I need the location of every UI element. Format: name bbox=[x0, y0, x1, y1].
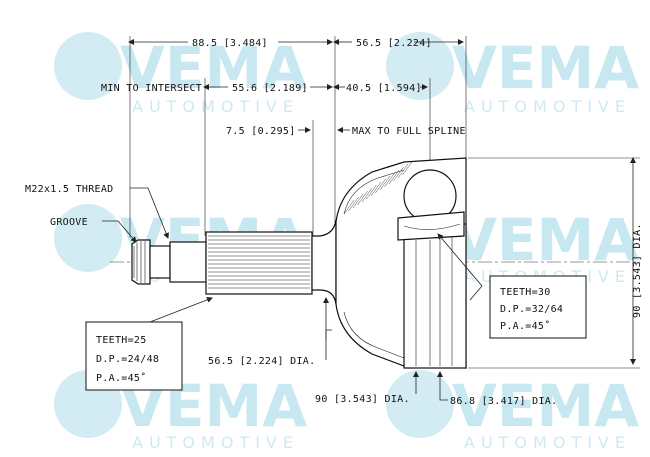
spec-left-dp: D.P.=24/48 bbox=[96, 354, 159, 365]
small-offset-label: 7.5 [0.295] bbox=[226, 126, 296, 137]
splined-shaft bbox=[205, 231, 313, 295]
hatch-line bbox=[366, 184, 377, 200]
cv-joint bbox=[131, 157, 467, 369]
watermark-sub: AUTOMOTIVE bbox=[464, 433, 631, 452]
leaders: M22x1.5 THREAD GROOVE 56.5 [2.224] DIA. … bbox=[25, 184, 557, 407]
body-dia-right-label: 90 [3.543] DIA. bbox=[632, 223, 643, 318]
dim-overall-right-label: 56.5 [2.224] bbox=[356, 38, 432, 49]
watermark-brand: VEMA bbox=[120, 34, 307, 102]
body-dia-bottom-label: 90 [3.543] DIA. bbox=[315, 394, 410, 405]
watermark-sub: AUTOMOTIVE bbox=[464, 97, 631, 116]
spec-right-pa: P.A.=45˚ bbox=[500, 320, 551, 332]
hatch-line bbox=[352, 193, 364, 209]
watermark-top-right: VEMA AUTOMOTIVE bbox=[386, 32, 639, 116]
spec-right-dp: D.P.=32/64 bbox=[500, 304, 563, 315]
shaft-dia-label: 56.5 [2.224] DIA. bbox=[208, 356, 315, 367]
watermark-top-left: VEMA AUTOMOTIVE bbox=[54, 32, 307, 116]
hatch-line bbox=[370, 181, 382, 197]
watermark-brand: VEMA bbox=[452, 372, 639, 440]
spline-right-value: 40.5 [1.594] bbox=[346, 83, 422, 94]
spec-left-teeth: TEETH=25 bbox=[96, 335, 147, 346]
watermark-brand: VEMA bbox=[452, 34, 639, 102]
dim-overall: 88.5 [3.484] 56.5 [2.224] bbox=[128, 38, 464, 49]
hatch-line bbox=[348, 196, 359, 212]
bell-neck bbox=[311, 219, 337, 305]
hatch-line bbox=[343, 199, 355, 215]
spec-left-pa: P.A.=45˚ bbox=[96, 372, 147, 384]
min-to-intersect-value: 55.6 [2.189] bbox=[232, 83, 308, 94]
watermark-brand: VEMA bbox=[452, 206, 639, 274]
hatch-line bbox=[393, 166, 404, 182]
min-to-intersect-label: MIN TO INTERSECT bbox=[101, 83, 202, 94]
hatch-line bbox=[397, 163, 409, 179]
groove-label: GROOVE bbox=[50, 217, 88, 228]
spec-box-left: TEETH=25 D.P.=24/48 P.A.=45˚ bbox=[85, 321, 183, 391]
hatch-line bbox=[384, 172, 395, 188]
hatch-line bbox=[361, 187, 373, 203]
watermark-bottom-right: VEMA AUTOMOTIVE bbox=[386, 370, 639, 452]
hatch-line bbox=[388, 169, 400, 185]
thread-lines bbox=[133, 241, 146, 283]
spec-box-right: TEETH=30 D.P.=32/64 P.A.=45˚ bbox=[489, 275, 587, 339]
inner-dia-label: 86.8 [3.417] DIA. bbox=[450, 396, 557, 407]
spec-right-teeth: TEETH=30 bbox=[500, 287, 551, 298]
hatch-line bbox=[357, 190, 368, 206]
hatch-line bbox=[375, 178, 386, 194]
hatch-line bbox=[379, 175, 391, 191]
watermark-sub: AUTOMOTIVE bbox=[132, 97, 299, 116]
housing-slots bbox=[415, 230, 453, 366]
dim-min-intersect: MIN TO INTERSECT 55.6 [2.189] 40.5 [1.59… bbox=[101, 83, 428, 94]
thread-label: M22x1.5 THREAD bbox=[25, 184, 114, 195]
groove bbox=[149, 245, 171, 279]
dim-overall-left-label: 88.5 [3.484] bbox=[192, 38, 268, 49]
hatch-line bbox=[402, 160, 413, 176]
dim-small-offset: 7.5 [0.295] MAX TO FULL SPLINE bbox=[226, 126, 466, 137]
max-to-full-spline-label: MAX TO FULL SPLINE bbox=[352, 126, 466, 137]
dim-body-right: 90 [3.543] DIA. bbox=[630, 157, 643, 365]
extension-lines bbox=[129, 36, 640, 369]
housing-hatch bbox=[343, 160, 413, 215]
watermark-sub: AUTOMOTIVE bbox=[132, 433, 299, 452]
spline-lines bbox=[208, 235, 310, 289]
